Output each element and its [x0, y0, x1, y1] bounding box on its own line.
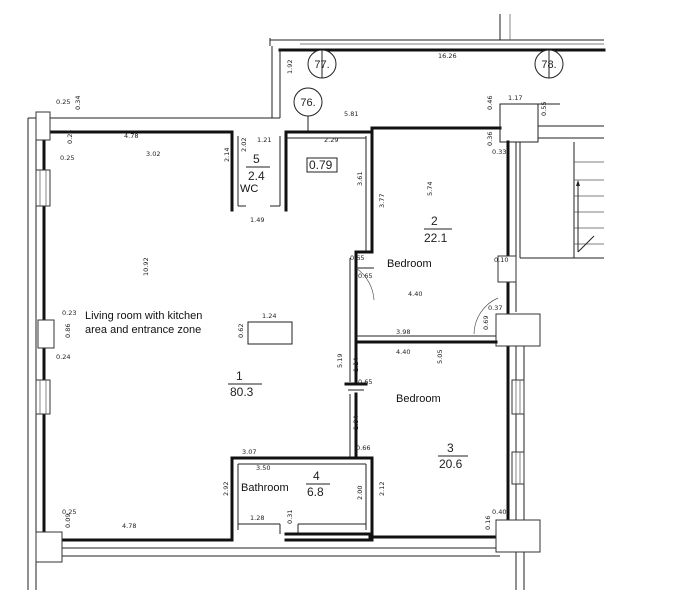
- dim-label: 1.92: [286, 60, 294, 74]
- room-living: Living room with kitchen area and entran…: [85, 310, 262, 399]
- dim-label: 0.36: [486, 132, 494, 146]
- dim-label: 1.24: [262, 312, 276, 320]
- dim-label: 5.81: [344, 110, 358, 118]
- dim-label: 2.00: [356, 486, 364, 500]
- dim-label: 0.25: [60, 154, 74, 162]
- dim-label: 2.29: [324, 136, 338, 144]
- outer-walls: [27, 103, 604, 590]
- dim-label: 2.92: [222, 482, 230, 496]
- dim-label: 1.28: [250, 514, 264, 522]
- dim-label: 10.92: [142, 257, 150, 276]
- bathroom-area: 6.8: [307, 485, 324, 499]
- dim-label: 0.10: [494, 256, 508, 264]
- room-wc: 5 2.4 WC: [240, 152, 270, 195]
- dim-label: 0.69: [482, 316, 490, 330]
- dim-label: 5.74: [426, 182, 434, 196]
- dim-label: 3.50: [256, 464, 270, 472]
- room-bedroom-3: Bedroom 3 20.6: [396, 393, 468, 471]
- dim-label: 3.02: [146, 150, 160, 158]
- dim-label: 2.14: [223, 148, 231, 162]
- living-room-area: 80.3: [230, 385, 254, 399]
- dim-label: 4.78: [124, 132, 138, 140]
- dim-label: 1.84: [352, 416, 360, 430]
- marker-77-label: 77.: [314, 59, 329, 71]
- bedroom-2-label: Bedroom: [387, 258, 432, 270]
- room-bedroom-2: 2 22.1 Bedroom: [387, 214, 452, 270]
- corridor-top: [28, 14, 606, 119]
- columns: [35, 111, 541, 563]
- dim-label: 16.26: [438, 52, 457, 60]
- wc-number: 5: [253, 152, 260, 166]
- bathroom-number: 4: [313, 469, 320, 483]
- dim-label: 1.49: [250, 216, 264, 224]
- dim-label: 4.78: [122, 522, 136, 530]
- dim-label: 0.66: [356, 444, 370, 452]
- marker-76-label: 76.: [300, 97, 315, 109]
- marker-78-label: 78.: [541, 59, 556, 71]
- dim-label: 3.98: [396, 328, 410, 336]
- dim-label: 4.40: [408, 290, 422, 298]
- living-room-number: 1: [236, 369, 243, 383]
- living-room-label-line2: area and entrance zone: [85, 324, 201, 336]
- interior-walls: [230, 126, 499, 542]
- wc-area: 2.4: [248, 169, 265, 183]
- dim-label: 0.34: [74, 96, 82, 110]
- dim-label: 0.62: [237, 324, 245, 338]
- dim-label: 3.77: [378, 194, 386, 208]
- bathroom-label: Bathroom: [241, 482, 289, 494]
- closet-area-box: [306, 157, 338, 173]
- dim-label: 0.65: [350, 254, 364, 262]
- dim-label: 0.24: [56, 353, 70, 361]
- room-bathroom: Bathroom 4 6.8: [241, 469, 330, 499]
- living-room-label-line1: Living room with kitchen: [85, 310, 202, 322]
- dim-label: 0.65: [358, 272, 372, 280]
- dim-label: 3.61: [356, 172, 364, 186]
- closet-area: 0.79: [309, 158, 333, 172]
- bedroom-3-number: 3: [447, 441, 454, 455]
- dim-label: 0.09: [64, 514, 72, 528]
- dim-label: 0.31: [286, 510, 294, 524]
- dim-label: 0.25: [62, 508, 76, 516]
- dim-label: 0.40: [492, 508, 506, 516]
- dim-label: 0.37: [488, 304, 502, 312]
- marker-76: 76.: [293, 87, 323, 132]
- dim-label: 0.46: [486, 96, 494, 110]
- dim-label: 3.07: [242, 448, 256, 456]
- dim-label: 2.12: [378, 482, 386, 496]
- dim-label: 1.17: [508, 94, 522, 102]
- windows-left: [35, 169, 51, 415]
- dim-label: 0.55: [540, 102, 548, 116]
- wc-label: WC: [240, 183, 258, 195]
- dim-label: 2.02: [240, 138, 248, 152]
- staircase: [519, 142, 604, 259]
- dim-label: 0.24: [66, 130, 74, 144]
- dim-label: 0.33: [492, 148, 506, 156]
- dim-label: 5.05: [436, 350, 444, 364]
- bedroom-3-label: Bedroom: [396, 393, 441, 405]
- kitchen-island: [247, 321, 293, 345]
- dim-label: 0.16: [484, 516, 492, 530]
- marker-77: 77.: [307, 49, 337, 79]
- bedroom-2-area: 22.1: [424, 231, 448, 245]
- dim-label: 0.86: [64, 324, 72, 338]
- dim-label: 0.65: [358, 378, 372, 386]
- dim-label: 5.19: [336, 354, 344, 368]
- bedroom-3-area: 20.6: [439, 457, 463, 471]
- windows-right: [511, 379, 525, 485]
- bedroom-2-number: 2: [431, 214, 438, 228]
- dim-label: 0.25: [56, 98, 70, 106]
- dim-label: 1.21: [257, 136, 271, 144]
- dim-label: 1.14: [352, 358, 360, 372]
- dimension-labels: 1.92 16.26 0.25 0.34 5.81 0.46 1.17 0.55…: [56, 52, 548, 530]
- dim-label: 4.40: [396, 348, 410, 356]
- marker-78: 78.: [534, 49, 564, 79]
- dim-label: 0.23: [62, 309, 76, 317]
